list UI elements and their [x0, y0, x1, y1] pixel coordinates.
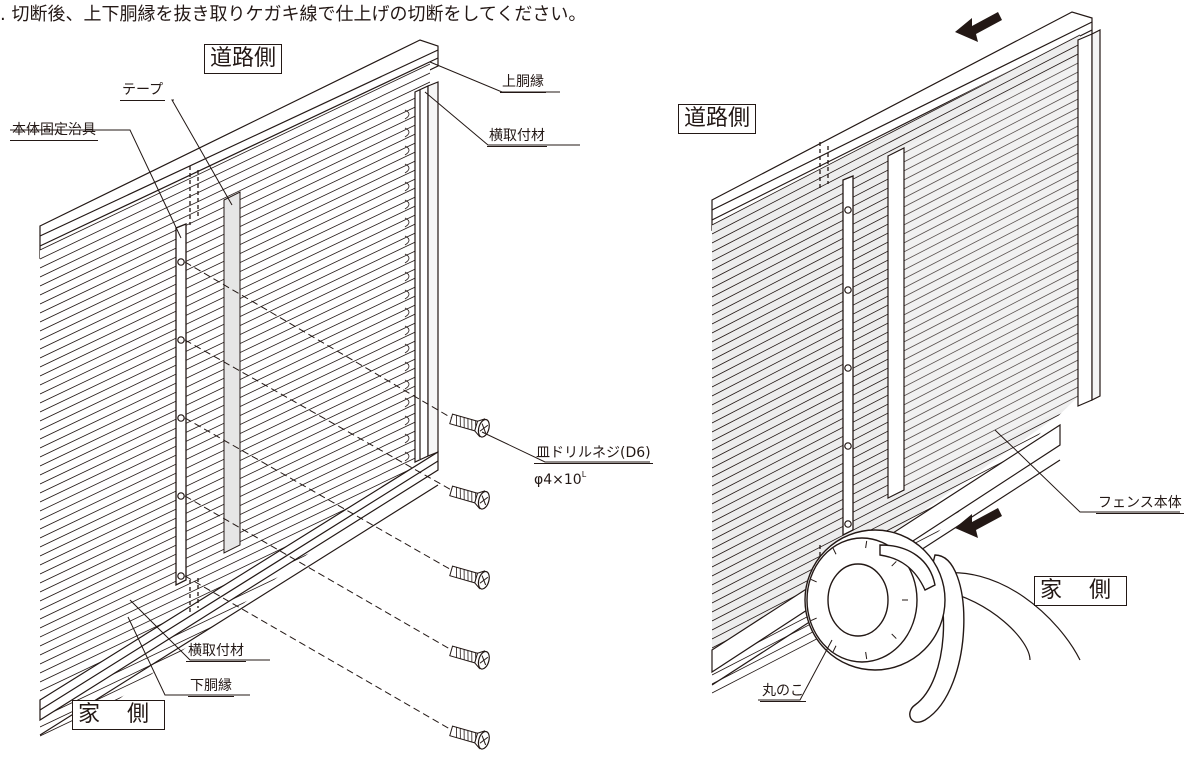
drill-screw — [449, 413, 490, 438]
jig-hole — [177, 492, 185, 500]
slat-edge — [404, 325, 410, 336]
slat-line — [40, 459, 430, 647]
slat-line — [712, 34, 1080, 226]
left-house-side-label: 家 側 — [72, 700, 165, 730]
screw-path — [184, 495, 456, 653]
slat-edge — [404, 451, 410, 462]
blade-tick — [865, 540, 868, 549]
jig-hole — [844, 286, 852, 294]
slat-edge — [404, 145, 410, 156]
slat-line — [712, 43, 1080, 235]
slat-line — [712, 403, 1080, 595]
drill-screw — [449, 645, 490, 670]
blade-tick — [832, 547, 837, 555]
slat-edge — [404, 343, 410, 354]
left-tape-strip — [223, 191, 241, 554]
right-fence-panel — [711, 11, 1101, 694]
slat-line — [712, 412, 1080, 604]
circular-saw-drawing — [804, 529, 1081, 723]
left-fixing-jig — [175, 223, 187, 587]
blade-tick — [891, 633, 897, 639]
slat-edge — [404, 109, 410, 120]
drill-screw — [449, 565, 490, 590]
blade-tick — [865, 651, 868, 660]
drill-screw — [449, 725, 490, 750]
drill-screw — [449, 485, 490, 510]
slat-edge — [404, 235, 410, 246]
slat-line — [40, 81, 430, 269]
slat-line — [40, 63, 430, 251]
right-leader-lines — [758, 429, 1180, 701]
screw-path — [184, 417, 456, 573]
left-fence-panel — [39, 39, 490, 750]
jig-hole — [844, 442, 852, 450]
slat-edge — [404, 397, 410, 408]
label-fence-body: フェンス本体 — [1096, 495, 1184, 514]
label-fixing-jig: 本体固定治具 — [10, 122, 98, 141]
slat-edge — [404, 163, 410, 174]
instruction-text: . 切断後、上下胴縁を抜き取りケガキ線で仕上げの切断をしてください。 — [0, 4, 587, 25]
left-cross-member-vertical — [414, 85, 429, 463]
right-house-side-label: 家 側 — [1034, 576, 1127, 606]
blade-tick — [832, 645, 837, 653]
jig-hole — [844, 206, 852, 214]
left-road-side-label: 道路側 — [204, 44, 283, 74]
slat-line — [712, 52, 1080, 244]
label-screw-name: 皿ドリルネジ(D6) — [534, 445, 653, 464]
slat-edge — [404, 433, 410, 444]
jig-hole — [844, 520, 852, 528]
label-lower-rail: 下胴縁 — [188, 678, 234, 697]
right-fixing-jig — [842, 175, 854, 537]
slat-edge — [404, 379, 410, 390]
slat-edge — [404, 361, 410, 372]
jig-hole — [844, 364, 852, 372]
right-tape-strip — [887, 147, 905, 499]
right-road-side-label: 道路側 — [678, 104, 757, 134]
slat-edge — [404, 253, 410, 264]
slat-edge — [404, 271, 410, 282]
slat-edge — [404, 199, 410, 210]
slat-edge — [404, 415, 410, 426]
screw-path — [184, 261, 456, 421]
slat-line — [40, 99, 430, 287]
slat-line — [40, 90, 430, 278]
jig-hole — [177, 336, 185, 344]
direction-arrows — [955, 12, 1002, 538]
blade-tick — [810, 617, 817, 621]
slat-edge — [404, 181, 410, 192]
jig-hole — [177, 414, 185, 422]
slat-edge — [404, 127, 410, 138]
label-upper-rail: 上胴縁 — [500, 74, 546, 93]
slat-edge — [404, 289, 410, 300]
blade-tick — [891, 561, 897, 567]
screw-path — [184, 575, 456, 733]
slat-line — [40, 72, 430, 260]
label-cross-member-top: 横取付材 — [487, 128, 547, 147]
slat-edge — [404, 307, 410, 318]
screw-path — [184, 339, 456, 493]
label-screw-size: φ4×10L — [534, 470, 587, 488]
label-cross-member-bottom: 横取付材 — [186, 643, 246, 662]
right-panel-highlight — [904, 56, 1080, 490]
label-tape: テープ — [120, 82, 166, 101]
slat-edge — [404, 217, 410, 228]
blade-tick — [810, 579, 817, 583]
jig-hole — [177, 258, 185, 266]
jig-hole — [177, 572, 185, 580]
label-circular-saw: 丸のこ — [760, 683, 806, 702]
